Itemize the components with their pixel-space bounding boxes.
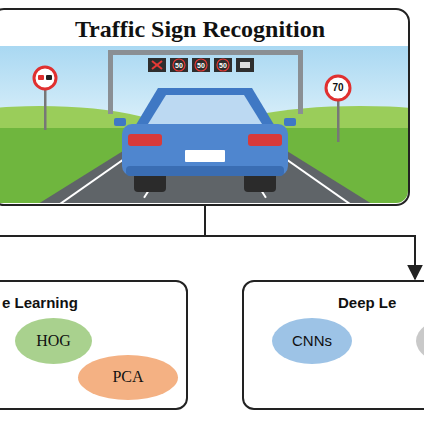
sign-pole — [44, 86, 47, 130]
gantry-bar — [108, 50, 303, 55]
car-window — [148, 95, 262, 124]
license-plate — [185, 150, 225, 162]
no-overtaking-sign — [34, 67, 56, 89]
category-box: Deep Le CNNs — [242, 280, 424, 410]
car-bumper — [126, 166, 284, 176]
sign-car — [46, 75, 52, 80]
sign-car — [38, 75, 44, 80]
method-ellipse — [416, 318, 424, 364]
car-body — [122, 124, 288, 176]
group-box: Traffic Sign Recognition — [0, 8, 410, 206]
method-ellipse: CNNs — [272, 318, 352, 364]
speed-ring — [195, 59, 207, 71]
cross-sign — [152, 61, 162, 69]
box-title: e Learning — [2, 294, 78, 311]
sign-pole — [337, 100, 340, 142]
tail-light — [248, 134, 282, 146]
gantry-post — [108, 50, 113, 114]
sign-number: 50 — [219, 62, 227, 69]
category-box: e LearningHOG PCA — [0, 280, 188, 410]
speed-ring — [173, 59, 185, 71]
car-mirror — [114, 118, 126, 126]
car-mirror — [284, 118, 296, 126]
box-title: Traffic Sign Recognition — [0, 16, 408, 44]
car-roof — [134, 88, 276, 128]
tail-light — [128, 134, 162, 146]
sign-number: 50 — [175, 62, 183, 69]
flow-arrow — [205, 206, 415, 279]
method-ellipse: HOG — [15, 318, 92, 364]
road-scene — [0, 46, 408, 203]
flow-arrow — [0, 206, 205, 279]
sign-panel — [214, 58, 232, 72]
method-ellipse: PCA — [78, 355, 178, 400]
sign-panel — [148, 58, 166, 72]
cross-sign — [152, 61, 162, 69]
speed-ring — [217, 59, 229, 71]
sign-number: 70 — [332, 83, 343, 93]
sign-icon — [240, 62, 250, 68]
sign-panel — [192, 58, 210, 72]
box-title: Deep Le — [338, 294, 396, 311]
gantry-post — [298, 50, 303, 114]
method-name: HOG — [36, 332, 71, 350]
speed-sign — [326, 76, 350, 100]
method-name: CNNs — [292, 332, 332, 349]
sign-number: 50 — [197, 62, 205, 69]
method-name: PCA — [112, 368, 143, 386]
sign-panel — [170, 58, 188, 72]
sign-panel — [236, 58, 254, 72]
